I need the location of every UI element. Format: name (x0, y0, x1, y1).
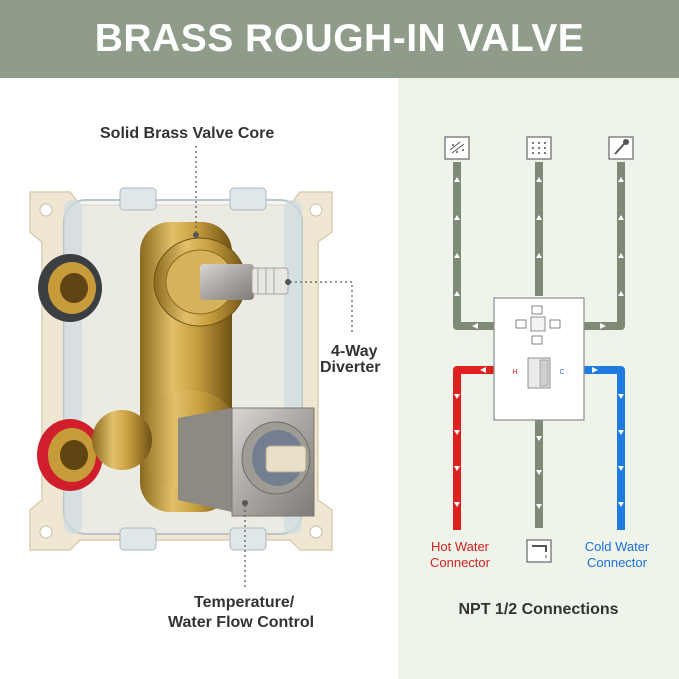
hot-connector-label-line2: Connector (430, 555, 490, 570)
plumbing-diagram (444, 136, 634, 563)
flow-arrows (454, 177, 624, 509)
connections-note: NPT 1/2 Connections (458, 601, 619, 618)
cold-inlet (38, 254, 102, 322)
diverter-stem (200, 264, 254, 300)
diverter-label-line1: 4-Way (331, 343, 378, 360)
handheld-shower-icon (608, 136, 634, 160)
temperature-label-line1: Temperature/ (194, 594, 295, 611)
hot-marker: H (512, 369, 518, 376)
diverter-label-line2: Diverter (320, 359, 381, 376)
rain-shower-icon (444, 136, 470, 160)
callout-lines (195, 146, 353, 588)
cold-connector-label-line1: Cold Water (584, 539, 650, 554)
hot-pipe (453, 366, 496, 530)
page-title: BRASS ROUGH-IN VALVE (94, 17, 585, 60)
valve-photo (29, 187, 333, 551)
hot-inlet (37, 419, 103, 491)
tub-spout-icon (526, 539, 552, 563)
header-banner: BRASS ROUGH-IN VALVE (0, 0, 679, 78)
cold-connector-label-line2: Connector (587, 555, 647, 570)
trim-plate (493, 297, 585, 421)
temperature-cartridge (178, 407, 315, 517)
valve-core-label: Solid Brass Valve Core (100, 125, 275, 142)
temperature-label-line2: Water Flow Control (168, 614, 315, 631)
cold-pipe (582, 366, 625, 530)
hot-connector-label-line1: Hot Water (430, 539, 490, 554)
body-spray-icon (526, 136, 552, 160)
cold-marker: C (559, 369, 565, 376)
